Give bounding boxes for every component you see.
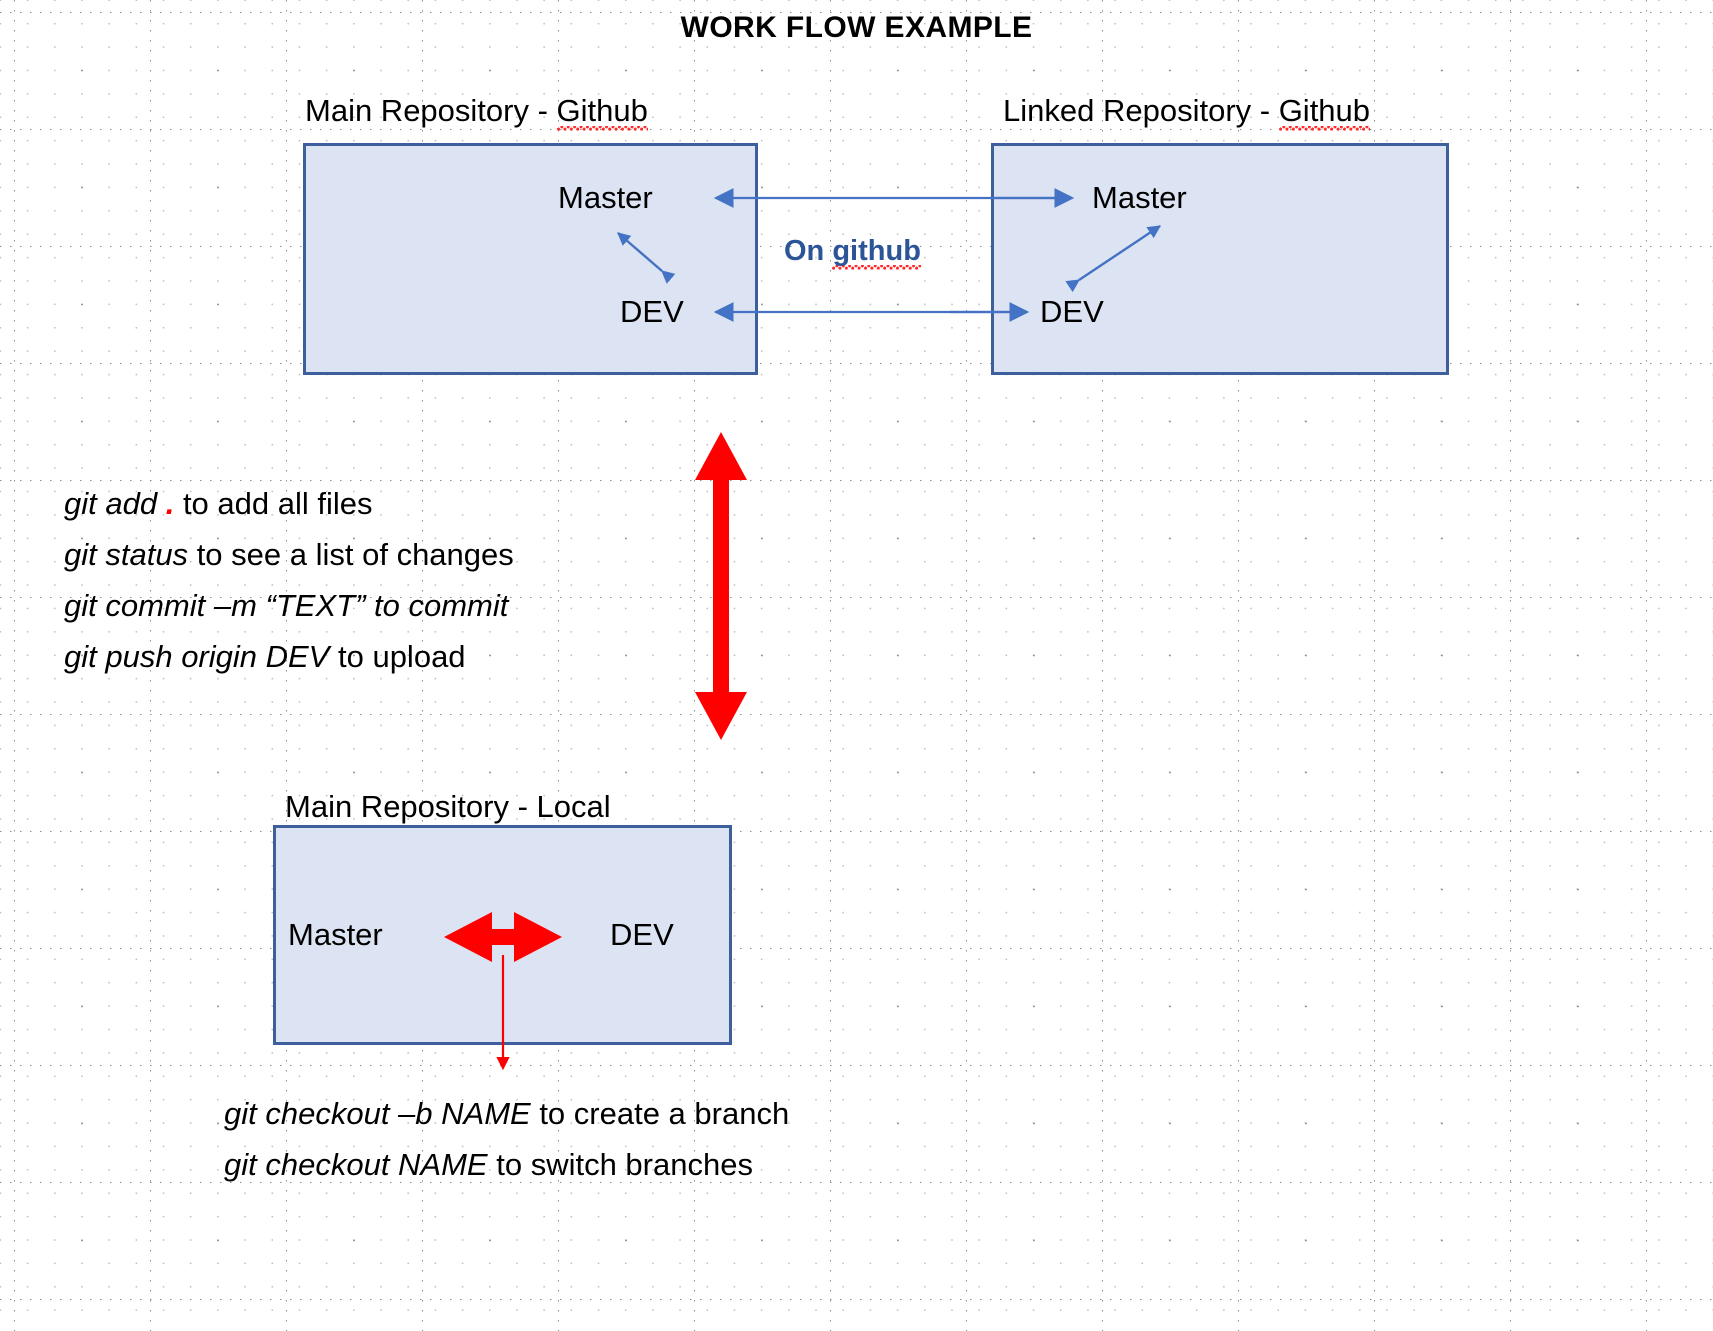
command-text-git-commit: git commit –m “TEXT” to commit bbox=[64, 588, 509, 623]
command-text-git-status: git status bbox=[64, 537, 197, 572]
on-github-misspelled-word: github bbox=[832, 235, 921, 270]
command-line-git-status: git status to see a list of changes bbox=[64, 529, 514, 580]
main-github-repository-box[interactable] bbox=[303, 143, 758, 375]
merge-arrow-main-icon bbox=[617, 232, 676, 284]
command-line-git-commit: git commit –m “TEXT” to commit bbox=[64, 580, 514, 631]
on-github-annotation: On github bbox=[784, 235, 921, 268]
command-text-git-checkout: git checkout NAME bbox=[224, 1147, 488, 1182]
main-local-branch-master[interactable]: Master bbox=[288, 917, 383, 952]
main-github-caption-misspelled-word: Github bbox=[556, 93, 648, 131]
main-github-branch-dev[interactable]: DEV bbox=[620, 294, 684, 329]
linked-github-caption-misspelled-word: Github bbox=[1278, 93, 1371, 131]
command-line-git-add: git add . to add all files bbox=[64, 478, 514, 529]
linked-github-branch-dev[interactable]: DEV bbox=[1040, 294, 1104, 329]
upper-commands-block: git add . to add all files git status to… bbox=[64, 478, 514, 682]
command-line-git-checkout-b: git checkout –b NAME to create a branch bbox=[224, 1088, 789, 1139]
lower-commands-block: git checkout –b NAME to create a branch … bbox=[224, 1088, 789, 1190]
main-github-branch-master[interactable]: Master bbox=[558, 180, 653, 215]
command-line-git-push: git push origin DEV to upload bbox=[64, 631, 514, 682]
page-title: WORK FLOW EXAMPLE bbox=[680, 11, 1033, 44]
command-text-git-add: git add bbox=[64, 486, 166, 521]
command-desc-git-checkout-b: to create a branch bbox=[530, 1096, 790, 1131]
linked-github-caption: Linked Repository - Github bbox=[1003, 93, 1371, 131]
command-text-git-checkout-b: git checkout –b NAME bbox=[224, 1096, 531, 1131]
main-github-caption: Main Repository - Github bbox=[305, 93, 648, 129]
command-desc-git-status: to see a list of changes bbox=[196, 537, 514, 572]
sync-arrow-vertical-icon bbox=[695, 432, 747, 740]
command-desc-git-push: to upload bbox=[329, 639, 466, 674]
command-desc-git-add: to add all files bbox=[174, 486, 373, 521]
command-red-dot: . bbox=[165, 486, 175, 521]
main-github-caption-prefix: Main Repository - bbox=[305, 93, 557, 128]
linked-github-branch-master[interactable]: Master bbox=[1092, 180, 1187, 215]
main-local-caption: Main Repository - Local bbox=[285, 789, 611, 824]
command-line-git-checkout: git checkout NAME to switch branches bbox=[224, 1139, 789, 1190]
command-desc-git-checkout: to switch branches bbox=[487, 1147, 753, 1182]
main-local-branch-dev[interactable]: DEV bbox=[610, 917, 674, 952]
linked-github-caption-prefix: Linked Repository - bbox=[1003, 93, 1279, 128]
command-text-git-push: git push origin DEV bbox=[64, 639, 330, 674]
merge-arrow-linked-icon bbox=[1065, 225, 1161, 293]
sync-arrow-horizontal-icon bbox=[444, 912, 562, 962]
on-github-prefix: On bbox=[784, 235, 833, 267]
